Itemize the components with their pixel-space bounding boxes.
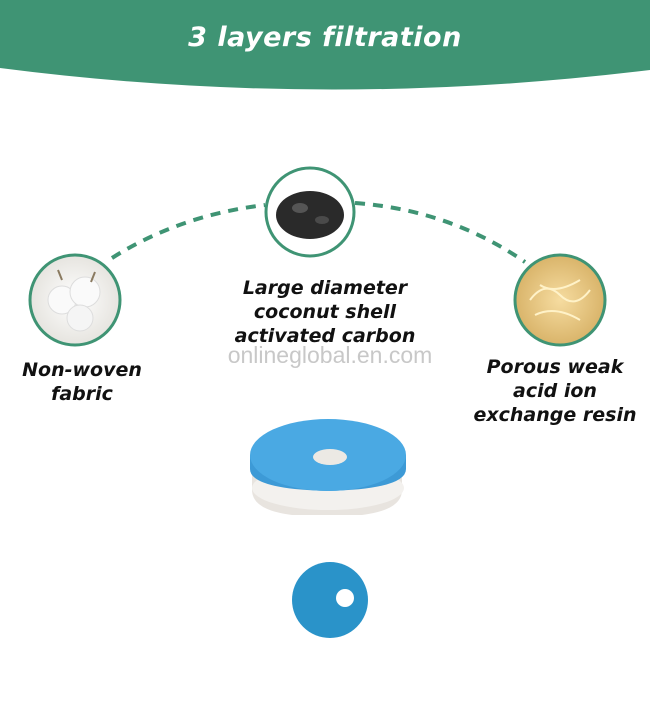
label-line: Porous weak: [486, 356, 624, 378]
label-activated-carbon: Large diameter coconut shell activated c…: [220, 276, 430, 348]
label-ion-exchange-resin: Porous weak acid ion exchange resin: [470, 355, 640, 427]
label-line: Large diameter: [242, 277, 408, 299]
sponge-filter: [292, 562, 368, 638]
dashed-connector: [110, 201, 527, 264]
label-line: coconut shell: [253, 301, 397, 323]
label-non-woven-fabric: Non-woven fabric: [2, 358, 162, 406]
resin-image: [513, 253, 607, 347]
page-title: 3 layers filtration: [188, 22, 462, 53]
label-line: fabric: [51, 383, 113, 405]
header-banner: [0, 0, 650, 90]
label-line: acid ion: [513, 380, 597, 402]
filter-cartridge: [250, 419, 406, 515]
watermark: onlineglobal.en.com: [227, 342, 433, 368]
cotton-image: [28, 253, 122, 347]
label-line: Non-woven: [22, 359, 142, 381]
label-line: activated carbon: [234, 325, 416, 347]
carbon-image: [264, 166, 356, 258]
label-line: exchange resin: [473, 404, 637, 426]
